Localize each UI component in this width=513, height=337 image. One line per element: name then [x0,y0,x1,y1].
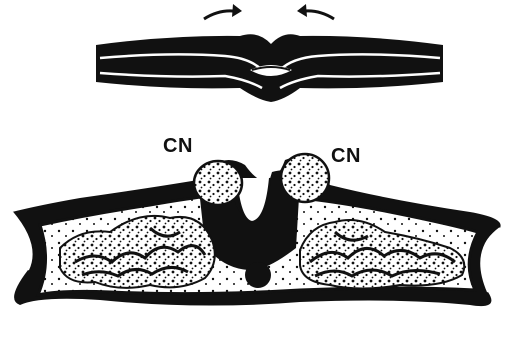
cn-label-left: CN [163,135,193,158]
arrow-curved-left-icon [204,4,242,19]
central-nucleus [245,262,271,288]
cn-right-cap [281,154,329,202]
cn-left-cap [194,161,242,205]
cn-label-right: CN [331,145,361,168]
bottom-structure [12,154,501,306]
top-structure [96,4,443,102]
arrow-curved-right-icon [297,4,334,19]
